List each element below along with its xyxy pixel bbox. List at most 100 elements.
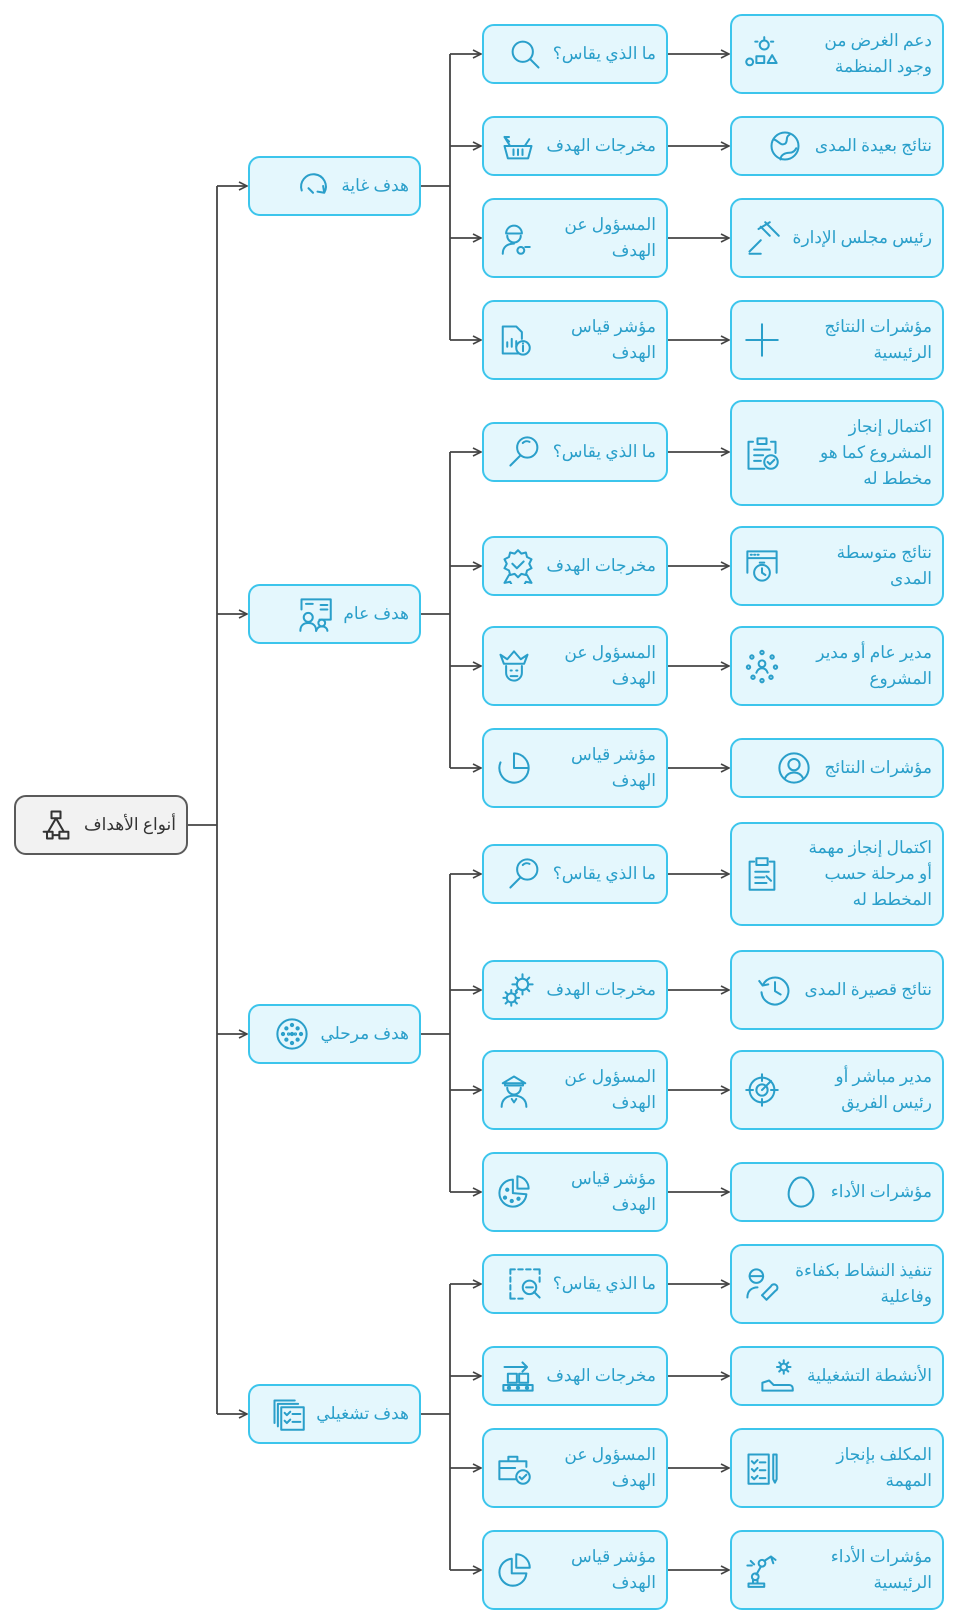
result-label: مؤشرات الأداء bbox=[830, 1182, 932, 1201]
node-indicator[interactable]: مؤشر قياس الهدف bbox=[482, 300, 668, 380]
user-circle-icon bbox=[774, 748, 814, 788]
branch-goal[interactable]: هدف غاية bbox=[248, 156, 421, 216]
result-node[interactable]: مؤشرات الأداء bbox=[730, 1162, 944, 1222]
basket-icon bbox=[498, 126, 538, 166]
result-node[interactable]: رئيس مجلس الإدارة bbox=[730, 198, 944, 278]
browser-timer-icon bbox=[742, 546, 782, 586]
result-node[interactable]: نتائج قصيرة المدى bbox=[730, 950, 944, 1030]
result-node[interactable]: مدير مباشر أو رئيس الفريق bbox=[730, 1050, 944, 1130]
result-label: مؤشرات الأداء الرئيسية bbox=[830, 1547, 932, 1592]
branch-phase[interactable]: هدف مرحلي bbox=[248, 1004, 421, 1064]
node-indicator[interactable]: مؤشر قياس الهدف bbox=[482, 1152, 668, 1232]
officer-icon bbox=[494, 1070, 534, 1110]
branch-operational[interactable]: هدف تشغيلي bbox=[248, 1384, 421, 1444]
result-label: مؤشرات النتائج الرئيسية bbox=[824, 317, 932, 362]
result-node[interactable]: مدير عام أو مدير المشروع bbox=[730, 626, 944, 706]
node-label: مؤشر قياس الهدف bbox=[571, 745, 656, 790]
node-owner[interactable]: المسؤول عن الهدف bbox=[482, 626, 668, 706]
node-outputs[interactable]: مخرجات الهدف bbox=[482, 960, 668, 1020]
hierarchy-icon bbox=[36, 805, 76, 845]
result-label: رئيس مجلس الإدارة bbox=[792, 228, 932, 247]
egg-icon bbox=[781, 1172, 821, 1212]
cookie-chart-icon bbox=[494, 1172, 534, 1212]
idea-shapes-icon bbox=[742, 34, 782, 74]
conveyor-icon bbox=[498, 1356, 538, 1396]
gear-shoe-icon bbox=[757, 1356, 797, 1396]
king-icon bbox=[494, 646, 534, 686]
briefcase-check-icon bbox=[494, 1448, 534, 1488]
result-node[interactable]: المكلف بإنجاز المهمة bbox=[730, 1428, 944, 1508]
node-measure[interactable]: ما الذي يقاس؟ bbox=[482, 24, 668, 84]
result-node[interactable]: مؤشرات الأداء الرئيسية bbox=[730, 1530, 944, 1610]
node-label: ما الذي يقاس؟ bbox=[552, 442, 656, 461]
node-outputs[interactable]: مخرجات الهدف bbox=[482, 536, 668, 596]
node-label: ما الذي يقاس؟ bbox=[552, 864, 656, 883]
node-owner[interactable]: المسؤول عن الهدف bbox=[482, 1428, 668, 1508]
result-label: اكتمال إنجاز مهمة أو مرحلة حسب المخطط له bbox=[808, 838, 932, 909]
result-node[interactable]: مؤشرات النتائج bbox=[730, 738, 944, 798]
plus-icon bbox=[742, 320, 782, 360]
root-node[interactable]: أنواع الأهداف bbox=[14, 795, 188, 855]
branch-label: هدف تشغيلي bbox=[316, 1404, 409, 1423]
globe-icon bbox=[765, 126, 805, 166]
result-node[interactable]: نتائج متوسطة المدى bbox=[730, 526, 944, 606]
node-measure[interactable]: ما الذي يقاس؟ bbox=[482, 844, 668, 904]
curved-arrow-icon bbox=[293, 166, 333, 206]
node-label: المسؤول عن الهدف bbox=[564, 1067, 656, 1112]
node-indicator[interactable]: مؤشر قياس الهدف bbox=[482, 728, 668, 808]
node-label: المسؤول عن الهدف bbox=[564, 1445, 656, 1490]
node-label: مؤشر قياس الهدف bbox=[571, 1547, 656, 1592]
team-board-icon bbox=[295, 594, 335, 634]
history-clock-icon bbox=[755, 970, 795, 1010]
root-label: أنواع الأهداف bbox=[83, 815, 176, 834]
user-tool-icon bbox=[742, 1264, 782, 1304]
node-label: مؤشر قياس الهدف bbox=[571, 317, 656, 362]
result-label: نتائج قصيرة المدى bbox=[804, 980, 933, 999]
result-node[interactable]: الأنشطة التشغيلية bbox=[730, 1346, 944, 1406]
node-label: مؤشر قياس الهدف bbox=[571, 1169, 656, 1214]
node-label: مخرجات الهدف bbox=[546, 1366, 656, 1385]
stacked-checklist-icon bbox=[268, 1394, 308, 1434]
award-badge-icon bbox=[498, 546, 538, 586]
result-label: اكتمال إنجاز المشروع كما هو مخطط له bbox=[820, 417, 932, 488]
pie-chart-icon bbox=[494, 1550, 534, 1590]
clipboard-list-icon bbox=[742, 854, 782, 894]
node-measure[interactable]: ما الذي يقاس؟ bbox=[482, 422, 668, 482]
node-label: ما الذي يقاس؟ bbox=[552, 44, 656, 63]
result-node[interactable]: اكتمال إنجاز المشروع كما هو مخطط له bbox=[730, 400, 944, 506]
result-label: مدير عام أو مدير المشروع bbox=[816, 643, 932, 688]
result-node[interactable]: نتائج بعيدة المدى bbox=[730, 116, 944, 176]
node-measure[interactable]: ما الذي يقاس؟ bbox=[482, 1254, 668, 1314]
result-node[interactable]: مؤشرات النتائج الرئيسية bbox=[730, 300, 944, 380]
result-label: الأنشطة التشغيلية bbox=[806, 1366, 932, 1385]
magnifier-icon bbox=[505, 854, 545, 894]
node-owner[interactable]: المسؤول عن الهدف bbox=[482, 198, 668, 278]
result-node[interactable]: دعم الغرض من وجود المنظمة bbox=[730, 14, 944, 94]
result-label: مدير مباشر أو رئيس الفريق bbox=[835, 1067, 932, 1112]
branch-label: هدف غاية bbox=[341, 176, 409, 195]
branch-label: هدف مرحلي bbox=[320, 1024, 409, 1043]
result-label: مؤشرات النتائج bbox=[824, 758, 932, 777]
node-outputs[interactable]: مخرجات الهدف bbox=[482, 116, 668, 176]
result-node[interactable]: اكتمال إنجاز مهمة أو مرحلة حسب المخطط له bbox=[730, 822, 944, 926]
magnifier-icon bbox=[505, 432, 545, 472]
node-owner[interactable]: المسؤول عن الهدف bbox=[482, 1050, 668, 1130]
result-label: نتائج متوسطة المدى bbox=[836, 543, 932, 588]
clipboard-check-icon bbox=[742, 433, 782, 473]
magnifier-icon bbox=[505, 34, 545, 74]
gears-icon bbox=[498, 970, 538, 1010]
branch-general[interactable]: هدف عام bbox=[248, 584, 421, 644]
node-label: ما الذي يقاس؟ bbox=[552, 1274, 656, 1293]
result-label: دعم الغرض من وجود المنظمة bbox=[824, 31, 932, 76]
node-outputs[interactable]: مخرجات الهدف bbox=[482, 1346, 668, 1406]
node-label: مخرجات الهدف bbox=[546, 980, 656, 999]
result-label: نتائج بعيدة المدى bbox=[814, 136, 932, 155]
dotted-circle-icon bbox=[272, 1014, 312, 1054]
node-label: المسؤول عن الهدف bbox=[564, 643, 656, 688]
node-indicator[interactable]: مؤشر قياس الهدف bbox=[482, 1530, 668, 1610]
zoom-out-frame-icon bbox=[505, 1264, 545, 1304]
node-label: مخرجات الهدف bbox=[546, 556, 656, 575]
result-node[interactable]: تنفيذ النشاط بكفاءة وفاعلية bbox=[730, 1244, 944, 1324]
branch-label: هدف عام bbox=[343, 604, 409, 623]
